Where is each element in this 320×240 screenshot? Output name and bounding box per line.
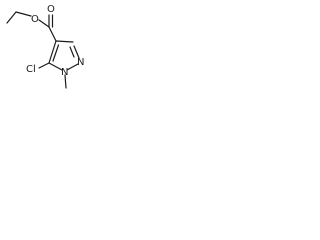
bond-c5-c4-double-inner xyxy=(52,44,60,62)
bond-n1-c5 xyxy=(48,62,63,71)
bond-c4-c3 xyxy=(55,40,74,43)
bond-n2-n1 xyxy=(66,63,79,71)
atom-label-ester-oxygen: O xyxy=(31,14,39,25)
atom-label-carbonyl-oxygen: O xyxy=(47,4,55,15)
bond-c3-n2-double-inner xyxy=(69,46,75,58)
bond-ch3-ch2 xyxy=(6,11,17,24)
bond-c3-n2-double xyxy=(73,45,80,59)
bond-o-ester-c-carbonyl xyxy=(38,19,50,28)
atom-label-chlorine: Cl xyxy=(26,64,36,75)
structure-diagram: O O Cl N N xyxy=(6,4,84,89)
atom-label-ring-nitrogen-2: N xyxy=(77,57,84,68)
bond-c5-c4 xyxy=(48,40,57,64)
atom-label-ring-nitrogen-1: N xyxy=(61,67,68,78)
bond-c-carbonyl-c4 xyxy=(48,26,57,42)
bond-c5-cl xyxy=(38,62,50,69)
bond-ch2-o-ester xyxy=(15,11,32,17)
bond-n1-methyl xyxy=(64,74,67,89)
